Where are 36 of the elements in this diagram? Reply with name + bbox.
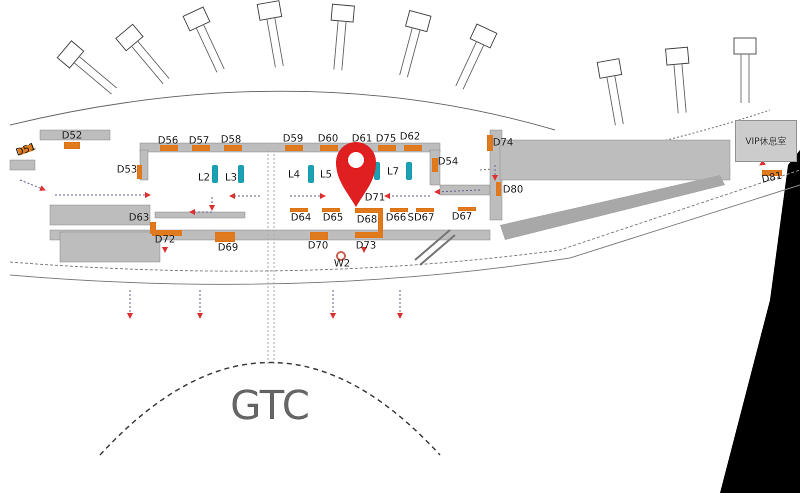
map-label: L4 — [288, 170, 300, 180]
map-label: D61 — [352, 134, 372, 144]
map-label: D66 — [386, 212, 406, 224]
map-label: D63 — [128, 212, 150, 224]
map-label: D67 — [452, 212, 472, 222]
map-label: D59 — [282, 134, 304, 144]
map-label: D64 — [290, 212, 312, 224]
map-label: D74 — [492, 138, 514, 148]
map-label: D62 — [400, 132, 420, 142]
map-label: D71 — [364, 192, 386, 204]
map-label: D81 — [760, 170, 784, 186]
area-label: VIP休息室 — [745, 136, 787, 148]
map-label: D73 — [356, 240, 376, 252]
map-label: L7 — [387, 166, 399, 178]
map-label: D65 — [322, 212, 344, 224]
map-label: SD67 — [408, 212, 434, 224]
map-label: D54 — [438, 156, 458, 168]
map-label: D72 — [154, 234, 176, 246]
map-label: L3 — [225, 172, 237, 184]
map-label: D69 — [218, 242, 238, 254]
map-label: L2 — [198, 172, 210, 184]
map-label: D80 — [502, 184, 524, 196]
map-label: D52 — [62, 130, 82, 142]
map-label: D70 — [308, 240, 328, 252]
area-label: GTC — [230, 383, 310, 429]
map-label: D68 — [356, 214, 378, 226]
map-label: D56 — [158, 136, 178, 146]
lounge-area — [735, 120, 797, 162]
map-label: D53 — [116, 164, 138, 176]
map-label: D60 — [318, 134, 338, 144]
map-label: D57 — [188, 136, 210, 146]
map-label: L5 — [320, 170, 332, 180]
map-label: D51 — [14, 141, 38, 159]
map-label: W2 — [334, 258, 350, 270]
map-label: D75 — [376, 134, 396, 144]
map-label: D58 — [220, 134, 242, 146]
